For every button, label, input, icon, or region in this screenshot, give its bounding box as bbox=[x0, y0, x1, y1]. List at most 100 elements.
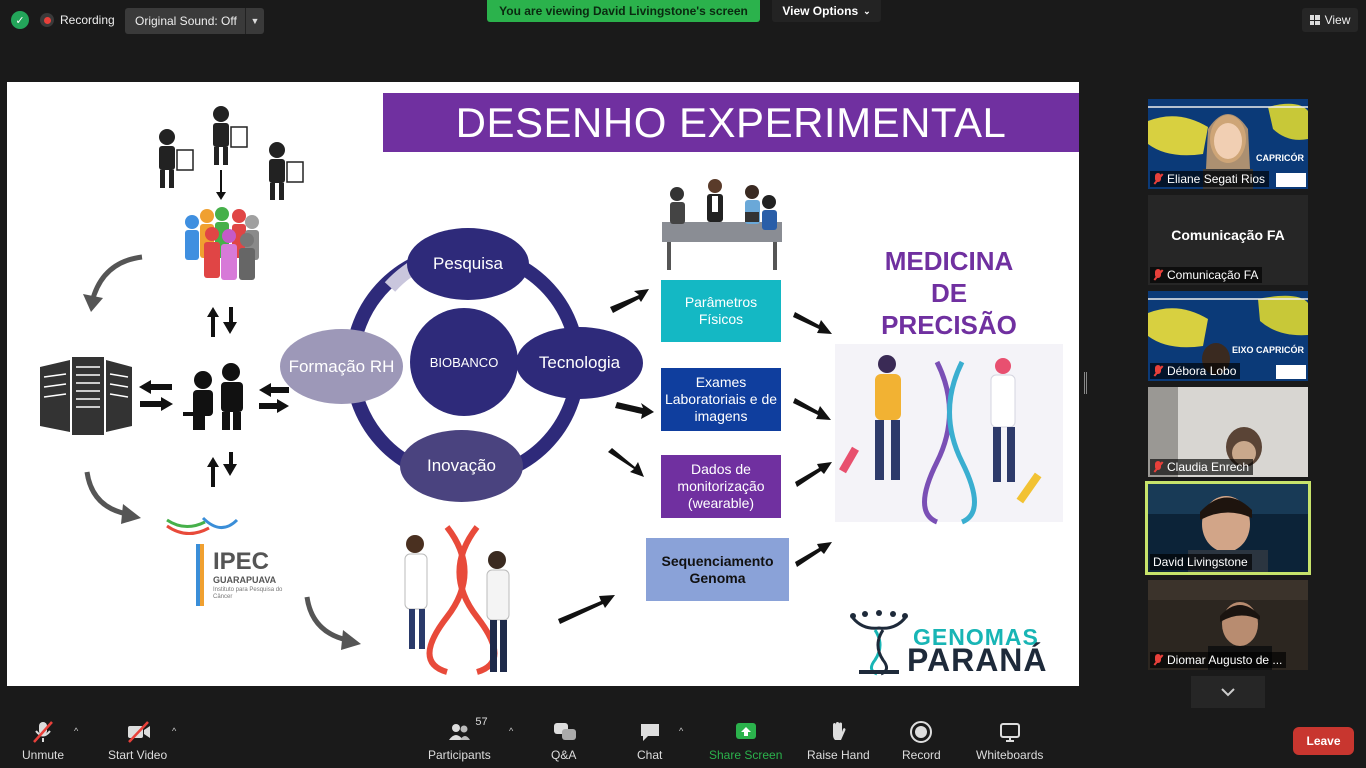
gallery-next-page-button[interactable] bbox=[1191, 676, 1265, 708]
ipec-title: IPEC bbox=[213, 548, 270, 575]
participant-tile[interactable]: Diomar Augusto de ... bbox=[1148, 580, 1308, 670]
participant-name-label: Comunicação FA bbox=[1150, 267, 1263, 283]
participants-icon: 57 bbox=[447, 716, 488, 744]
medicina-line-1: MEDICINA bbox=[884, 246, 1014, 276]
muted-mic-icon bbox=[1153, 173, 1163, 185]
whiteboards-button[interactable]: Whiteboards bbox=[976, 720, 1043, 762]
participant-name: Débora Lobo bbox=[1167, 364, 1237, 378]
qa-icon bbox=[552, 720, 576, 744]
ipec-subtitle: GUARAPUAVA bbox=[213, 575, 277, 585]
muted-mic-icon bbox=[1153, 269, 1163, 281]
participant-name: Comunicação FA bbox=[1167, 268, 1259, 282]
participant-tile-active-speaker[interactable]: David Livingstone bbox=[1145, 481, 1311, 575]
record-label: Record bbox=[902, 748, 941, 762]
recording-label: Recording bbox=[60, 13, 115, 27]
video-off-icon bbox=[126, 720, 150, 744]
share-screen-icon bbox=[734, 720, 758, 744]
start-video-label: Start Video bbox=[108, 748, 168, 762]
chat-icon bbox=[638, 720, 662, 744]
muted-mic-icon bbox=[1153, 365, 1163, 377]
genomas-parana-logo: GENOMAS PARANÁ bbox=[849, 610, 1059, 678]
unmute-button[interactable]: Unmute bbox=[22, 720, 64, 762]
server-rack-icon bbox=[40, 357, 132, 435]
medicina-de-precisao-heading: MEDICINA DE PRECISÃO bbox=[859, 245, 1039, 341]
participants-label: Participants bbox=[428, 748, 491, 762]
grid-view-icon bbox=[1309, 15, 1320, 25]
share-screen-button[interactable]: Share Screen bbox=[709, 720, 782, 762]
genomas-tree-icon bbox=[850, 610, 908, 676]
participant-tile[interactable]: Comunicação FA Comunicação FA bbox=[1148, 195, 1308, 285]
crowd-icon bbox=[185, 207, 259, 280]
participant-name-label: Eliane Segati Rios bbox=[1150, 171, 1270, 187]
original-sound-control[interactable]: Original Sound: Off ▼ bbox=[125, 8, 264, 34]
participants-options-caret[interactable]: ^ bbox=[509, 726, 514, 736]
participant-name-label: Diomar Augusto de ... bbox=[1150, 652, 1287, 668]
flow-arrows bbox=[558, 289, 832, 624]
view-label: View bbox=[1324, 13, 1351, 27]
background-overlay-text: CAPRICÓR bbox=[1255, 153, 1304, 163]
chevron-down-icon[interactable]: ▼ bbox=[250, 16, 260, 26]
participant-tile[interactable]: EIXO CAPRICÓR Débora Lobo bbox=[1148, 291, 1308, 381]
background-overlay-text: EIXO CAPRICÓR bbox=[1231, 345, 1304, 355]
cycle-formacao-rh: Formação RH bbox=[280, 329, 403, 404]
raise-hand-icon bbox=[826, 720, 850, 744]
slide-graphics bbox=[40, 106, 1063, 675]
ipec-logo: IPEC GUARAPUAVA Instituto para Pesquisa … bbox=[165, 514, 285, 609]
qa-button[interactable]: Q&A bbox=[551, 720, 576, 762]
ipec-caption: Instituto para Pesquisa do Câncer bbox=[213, 587, 283, 600]
participant-name-label: Débora Lobo bbox=[1150, 363, 1241, 379]
muted-mic-icon bbox=[1153, 654, 1163, 666]
panel-resize-handle[interactable] bbox=[1084, 372, 1087, 394]
leave-button[interactable]: Leave bbox=[1293, 727, 1354, 755]
box-parametros-fisicos: Parâmetros Físicos bbox=[661, 280, 781, 342]
box-sequenciamento-genoma: Sequenciamento Genoma bbox=[646, 538, 789, 601]
double-arrow-icon bbox=[207, 307, 237, 487]
view-options-button[interactable]: View Options ⌄ bbox=[772, 0, 881, 22]
video-options-caret[interactable]: ^ bbox=[172, 726, 177, 736]
whiteboard-icon bbox=[998, 720, 1022, 744]
participant-tile[interactable]: Claudia Enrech bbox=[1148, 387, 1308, 477]
parana-text: PARANÁ bbox=[907, 642, 1048, 678]
meeting-illustration bbox=[662, 179, 782, 270]
chat-options-caret[interactable]: ^ bbox=[679, 726, 684, 736]
start-video-button[interactable]: Start Video bbox=[108, 720, 167, 762]
participant-name: Eliane Segati Rios bbox=[1167, 172, 1266, 186]
genomas-text: GENOMAS bbox=[913, 624, 1039, 650]
ipec-logo-mark bbox=[166, 516, 239, 606]
survey-people-icon bbox=[159, 106, 304, 200]
recording-indicator[interactable]: Recording bbox=[40, 8, 115, 32]
chat-label: Chat bbox=[637, 748, 663, 762]
cycle-inovacao: Inovação bbox=[400, 430, 523, 502]
precision-medicine-illustration bbox=[835, 344, 1063, 525]
audio-options-caret[interactable]: ^ bbox=[74, 726, 79, 736]
participant-display-name: Comunicação FA bbox=[1171, 227, 1285, 243]
meeting-toolbar: Unmute ^ Start Video ^ 57 Participants ^… bbox=[0, 714, 1366, 768]
view-options-label: View Options bbox=[782, 4, 859, 18]
video-feed bbox=[1148, 291, 1308, 381]
box-exames-laboratoriais: Exames Laboratoriais e de imagens bbox=[661, 368, 781, 431]
raise-hand-button[interactable]: Raise Hand bbox=[807, 720, 870, 762]
recording-dot-icon bbox=[40, 13, 54, 27]
raise-hand-label: Raise Hand bbox=[807, 748, 870, 762]
slide-title: DESENHO EXPERIMENTAL bbox=[383, 93, 1079, 152]
view-button[interactable]: View bbox=[1302, 8, 1358, 32]
box-wearable: Dados de monitorização (wearable) bbox=[661, 455, 781, 518]
participant-tile[interactable]: CAPRICÓR Eliane Segati Rios bbox=[1148, 99, 1308, 189]
cycle-tecnologia: Tecnologia bbox=[516, 327, 643, 399]
cycle-pesquisa: Pesquisa bbox=[407, 228, 529, 300]
whiteboards-label: Whiteboards bbox=[976, 748, 1044, 762]
doctor-patient-icon bbox=[183, 363, 243, 430]
record-icon bbox=[909, 720, 933, 744]
qa-label: Q&A bbox=[551, 748, 577, 762]
muted-mic-icon bbox=[1153, 461, 1163, 473]
viewing-screen-banner: You are viewing David Livingstone's scre… bbox=[487, 0, 760, 22]
record-button[interactable]: Record bbox=[902, 720, 941, 762]
original-sound-button[interactable]: Original Sound: Off bbox=[125, 8, 246, 34]
mic-muted-icon bbox=[31, 720, 55, 744]
participant-name: Diomar Augusto de ... bbox=[1167, 653, 1283, 667]
chat-button[interactable]: Chat bbox=[637, 720, 662, 762]
shared-screen-slide: DESENHO EXPERIMENTAL Pesquisa Formação R… bbox=[7, 82, 1079, 686]
security-shield-icon[interactable]: ✓ bbox=[11, 11, 29, 29]
participant-name-label: Claudia Enrech bbox=[1150, 459, 1254, 475]
participants-button[interactable]: 57 Participants bbox=[428, 716, 491, 762]
